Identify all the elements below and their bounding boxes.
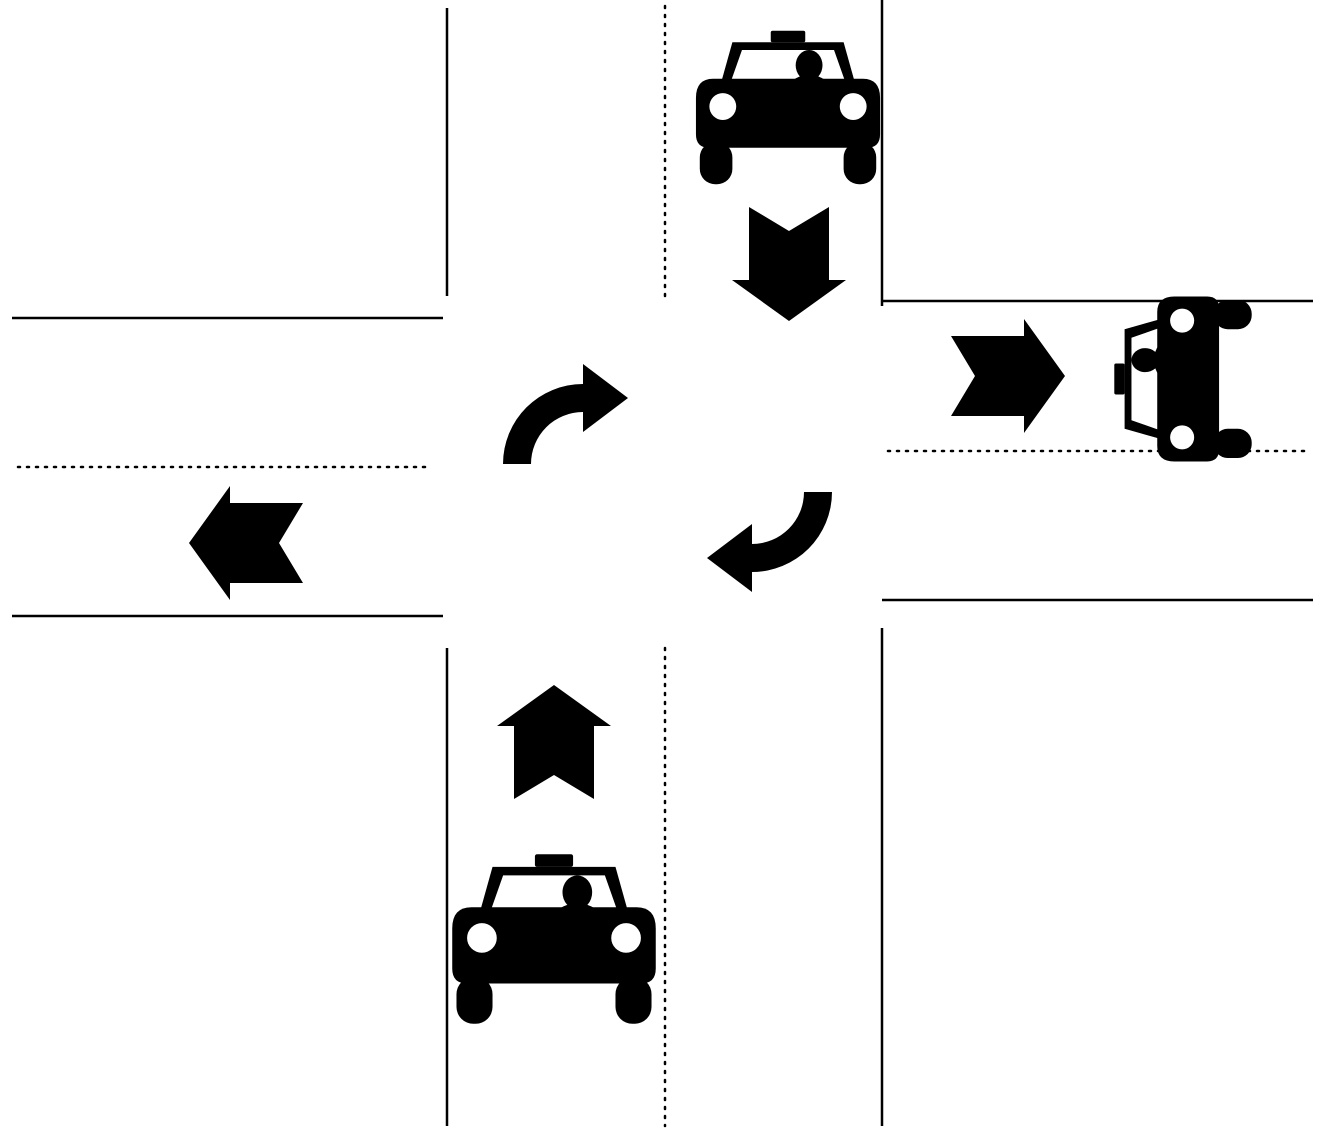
chevron-arrow-right-icon <box>951 319 1065 433</box>
taxi-car-icon <box>452 854 656 1024</box>
chevron-arrow-left-icon <box>189 486 303 600</box>
curved-arrow-left-turn-icon <box>707 492 832 592</box>
chevron-arrow-up-icon <box>497 685 611 799</box>
chevron-arrow-down-icon <box>732 207 846 321</box>
lane-dividers <box>16 4 1306 1128</box>
taxi-car-icon <box>695 30 881 185</box>
curved-arrow-right-turn-icon <box>503 364 628 464</box>
taxi-car-icon <box>1114 296 1252 462</box>
road-edges <box>12 0 1313 1126</box>
